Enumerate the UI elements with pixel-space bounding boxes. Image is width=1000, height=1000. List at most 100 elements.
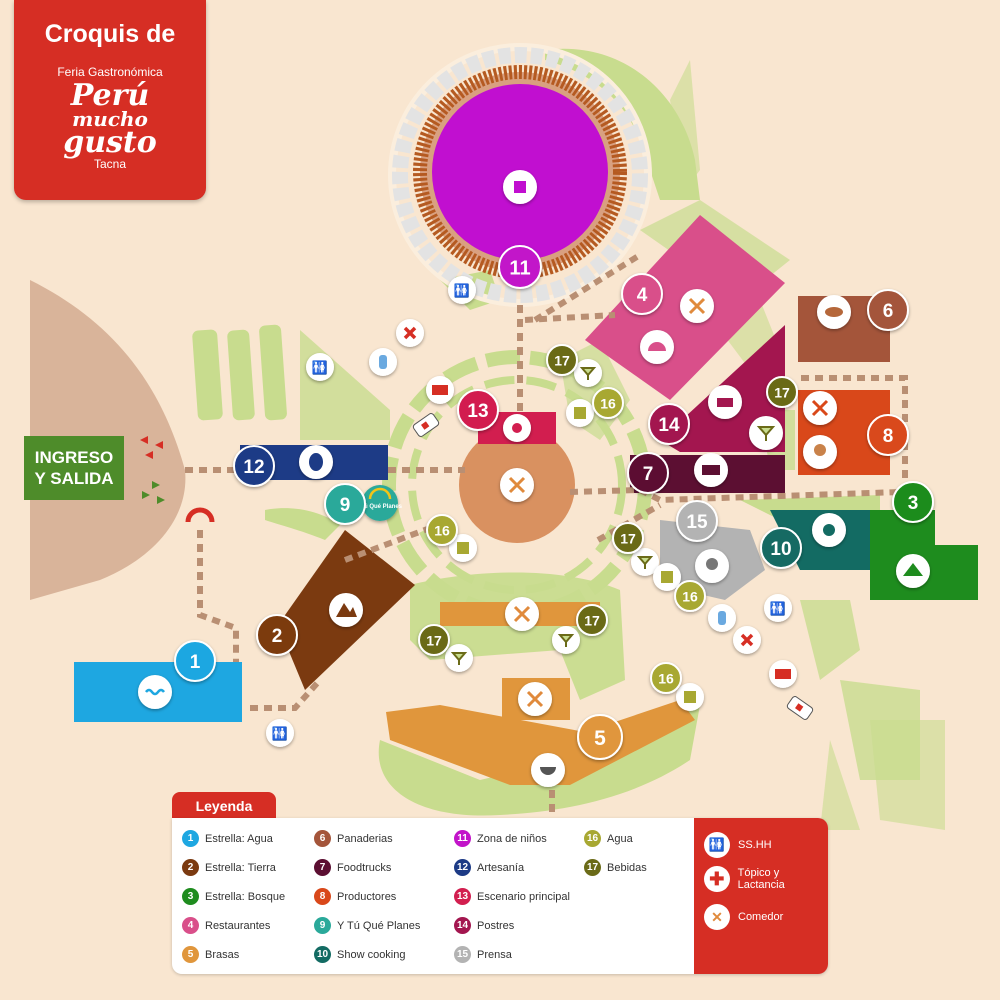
- zone-marker-17[interactable]: 17: [766, 376, 798, 408]
- legend-item-label: Escenario principal: [477, 890, 570, 903]
- zone-marker-16[interactable]: 16: [592, 387, 624, 419]
- restroom-icon: 🚻: [306, 353, 334, 381]
- svg-text:🚻: 🚻: [272, 726, 288, 741]
- zone-marker-circle: [648, 403, 690, 445]
- zone-marker-circle: [457, 389, 499, 431]
- svg-text:🚻: 🚻: [454, 283, 470, 298]
- zone-marker-5[interactable]: 5: [577, 714, 623, 760]
- zone-marker-17[interactable]: 17: [546, 344, 578, 376]
- vase-icon: [299, 445, 333, 479]
- stadium-stands: [392, 47, 648, 303]
- restroom-icon: 🚻: [764, 594, 792, 622]
- legend-item-label: Prensa: [477, 948, 512, 961]
- zone-marker-number: 17: [584, 612, 600, 628]
- zone-marker-7[interactable]: 7: [627, 452, 669, 494]
- water-bottles-icon: [449, 534, 477, 562]
- zone-marker-2[interactable]: 2: [256, 614, 298, 656]
- zone-marker-circle: [676, 500, 718, 542]
- zone-marker-15[interactable]: 15: [676, 500, 718, 542]
- restroom-icon: 🚻: [448, 276, 476, 304]
- cocktail-icon: [552, 626, 580, 654]
- legend-item-label: Restaurantes: [205, 919, 271, 932]
- zone-marker-3[interactable]: 3: [892, 481, 934, 523]
- zone-marker-circle: [418, 624, 450, 656]
- utensils-icon: [500, 468, 534, 502]
- zone-marker-16[interactable]: 16: [426, 514, 458, 546]
- zone-marker-4[interactable]: 4: [621, 273, 663, 315]
- zone-5-grill[interactable]: [386, 700, 695, 785]
- zone-marker-number: 17: [426, 632, 442, 648]
- zone-marker-circle: [867, 414, 909, 456]
- zone-marker-number: 7: [643, 464, 654, 485]
- zone-marker-circle: [324, 483, 366, 525]
- serving-dish-icon: [640, 330, 674, 364]
- zone-marker-circle: [174, 640, 216, 682]
- zone-marker-12[interactable]: 12: [233, 445, 275, 487]
- zone-marker-circle: [612, 522, 644, 554]
- zone-marker-number: 5: [594, 727, 606, 750]
- zone-marker-17[interactable]: 17: [418, 624, 450, 656]
- zone-marker-circle: [627, 452, 669, 494]
- zone-marker-17[interactable]: 17: [612, 522, 644, 554]
- plaza-inner-ring: [408, 376, 626, 594]
- zone-marker-circle: [650, 662, 682, 694]
- legend-item-number: 15: [454, 946, 471, 963]
- legend-item-label: Foodtrucks: [337, 861, 392, 874]
- legend-item-number: 8: [314, 888, 331, 905]
- utensils-icon: [505, 597, 539, 631]
- legend-title: Leyenda: [172, 792, 276, 820]
- magic-hat-icon: [503, 170, 537, 204]
- fair-name: Feria Gastronómica: [57, 65, 163, 79]
- zone-marker-number: 10: [770, 539, 791, 560]
- zone-marker-circle: [760, 527, 802, 569]
- zone-marker-number: 2: [272, 626, 283, 647]
- baby-bottle-icon: [369, 348, 397, 376]
- zone-marker-circle: [577, 714, 623, 760]
- zone-marker-circle: [674, 580, 706, 612]
- zone-marker-number: 1: [190, 652, 201, 673]
- legend-item-label: Brasas: [205, 948, 240, 961]
- zone-marker-14[interactable]: 14: [648, 403, 690, 445]
- legend-item-label: Bebidas: [607, 861, 647, 874]
- zone-marker-16[interactable]: 16: [674, 580, 706, 612]
- zone-marker-1[interactable]: 1: [174, 640, 216, 682]
- zone-marker-number: 16: [682, 588, 698, 604]
- zone-marker-11[interactable]: 11: [498, 245, 542, 289]
- cocktail-icon: [631, 548, 659, 576]
- zone-marker-13[interactable]: 13: [457, 389, 499, 431]
- zone-marker-number: 17: [554, 352, 570, 368]
- zone-marker-9[interactable]: 9: [324, 483, 366, 525]
- first-aid-cross-icon: [733, 626, 761, 654]
- legend-item-13: 13 Escenario principal: [454, 888, 570, 905]
- zone-marker-8[interactable]: 8: [867, 414, 909, 456]
- legend-service-label: Comedor: [738, 911, 784, 923]
- zone-marker-17[interactable]: 17: [576, 604, 608, 636]
- legend-item-number: 3: [182, 888, 199, 905]
- legend-item-label: Artesanía: [477, 861, 525, 874]
- zone-3-forest[interactable]: [870, 510, 978, 600]
- cocktail-icon: [749, 416, 783, 450]
- svg-text:🚻: 🚻: [312, 360, 328, 375]
- legend-item-label: Y Tú Qué Planes: [337, 919, 421, 932]
- entry-arrows-icon: [140, 436, 163, 459]
- zone-marker-10[interactable]: 10: [760, 527, 802, 569]
- legend-item-number: 13: [454, 888, 471, 905]
- legend-item-label: Estrella: Bosque: [205, 890, 286, 903]
- zone-marker-number: 17: [774, 384, 790, 400]
- legend-item-label: Zona de niños: [477, 832, 547, 845]
- legend-item-number: 4: [182, 917, 199, 934]
- zone-marker-number: 9: [340, 495, 351, 516]
- brand-logo-peru: Perú: [70, 78, 150, 113]
- first-aid-cross-icon: ✚: [704, 866, 730, 892]
- zone-marker-6[interactable]: 6: [867, 289, 909, 331]
- zone-marker-16[interactable]: 16: [650, 662, 682, 694]
- ambulance-vehicle-icon: [412, 413, 440, 437]
- water-waves-icon: [138, 675, 172, 709]
